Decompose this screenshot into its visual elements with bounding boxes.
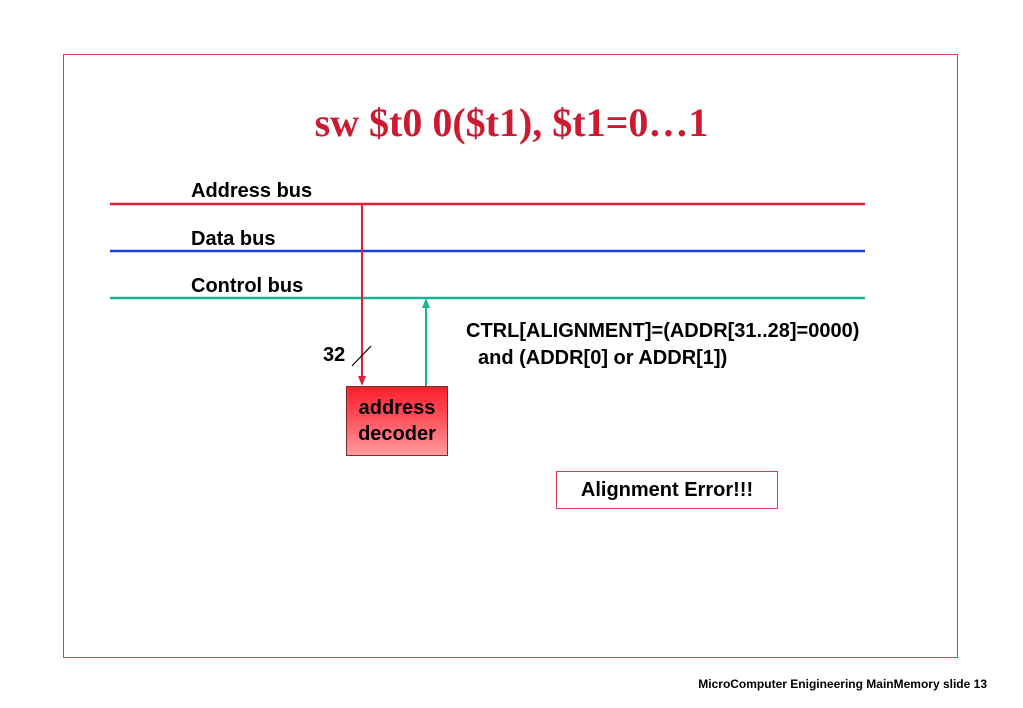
data-bus-label: Data bus (191, 228, 276, 250)
slide-frame (63, 54, 958, 658)
address-width-label: 32 (323, 344, 346, 366)
decoder-label-line1: address (358, 397, 436, 419)
control-bus-label: Control bus (191, 275, 304, 297)
control-formula-line1: CTRL[ALIGNMENT]=(ADDR[31..28]=0000) (466, 320, 860, 342)
alignment-error-text: Alignment Error!!! (580, 478, 754, 501)
alignment-error-box: Alignment Error!!! (556, 471, 778, 509)
slide-footer: MicroComputer Enigineering MainMemory sl… (698, 677, 987, 691)
slide-title: sw $t0 0($t1), $t1=0…1 (314, 100, 709, 145)
address-decoder-box: address decoder (346, 386, 448, 456)
address-bus-label: Address bus (191, 180, 313, 202)
bus-width-slash (351, 345, 372, 367)
control-formula-line2: and (ADDR[0] or ADDR[1]) (478, 347, 728, 369)
control-formula: CTRL[ALIGNMENT]=(ADDR[31..28]=0000) and … (466, 318, 859, 372)
decoder-label-line2: decoder (358, 423, 436, 445)
